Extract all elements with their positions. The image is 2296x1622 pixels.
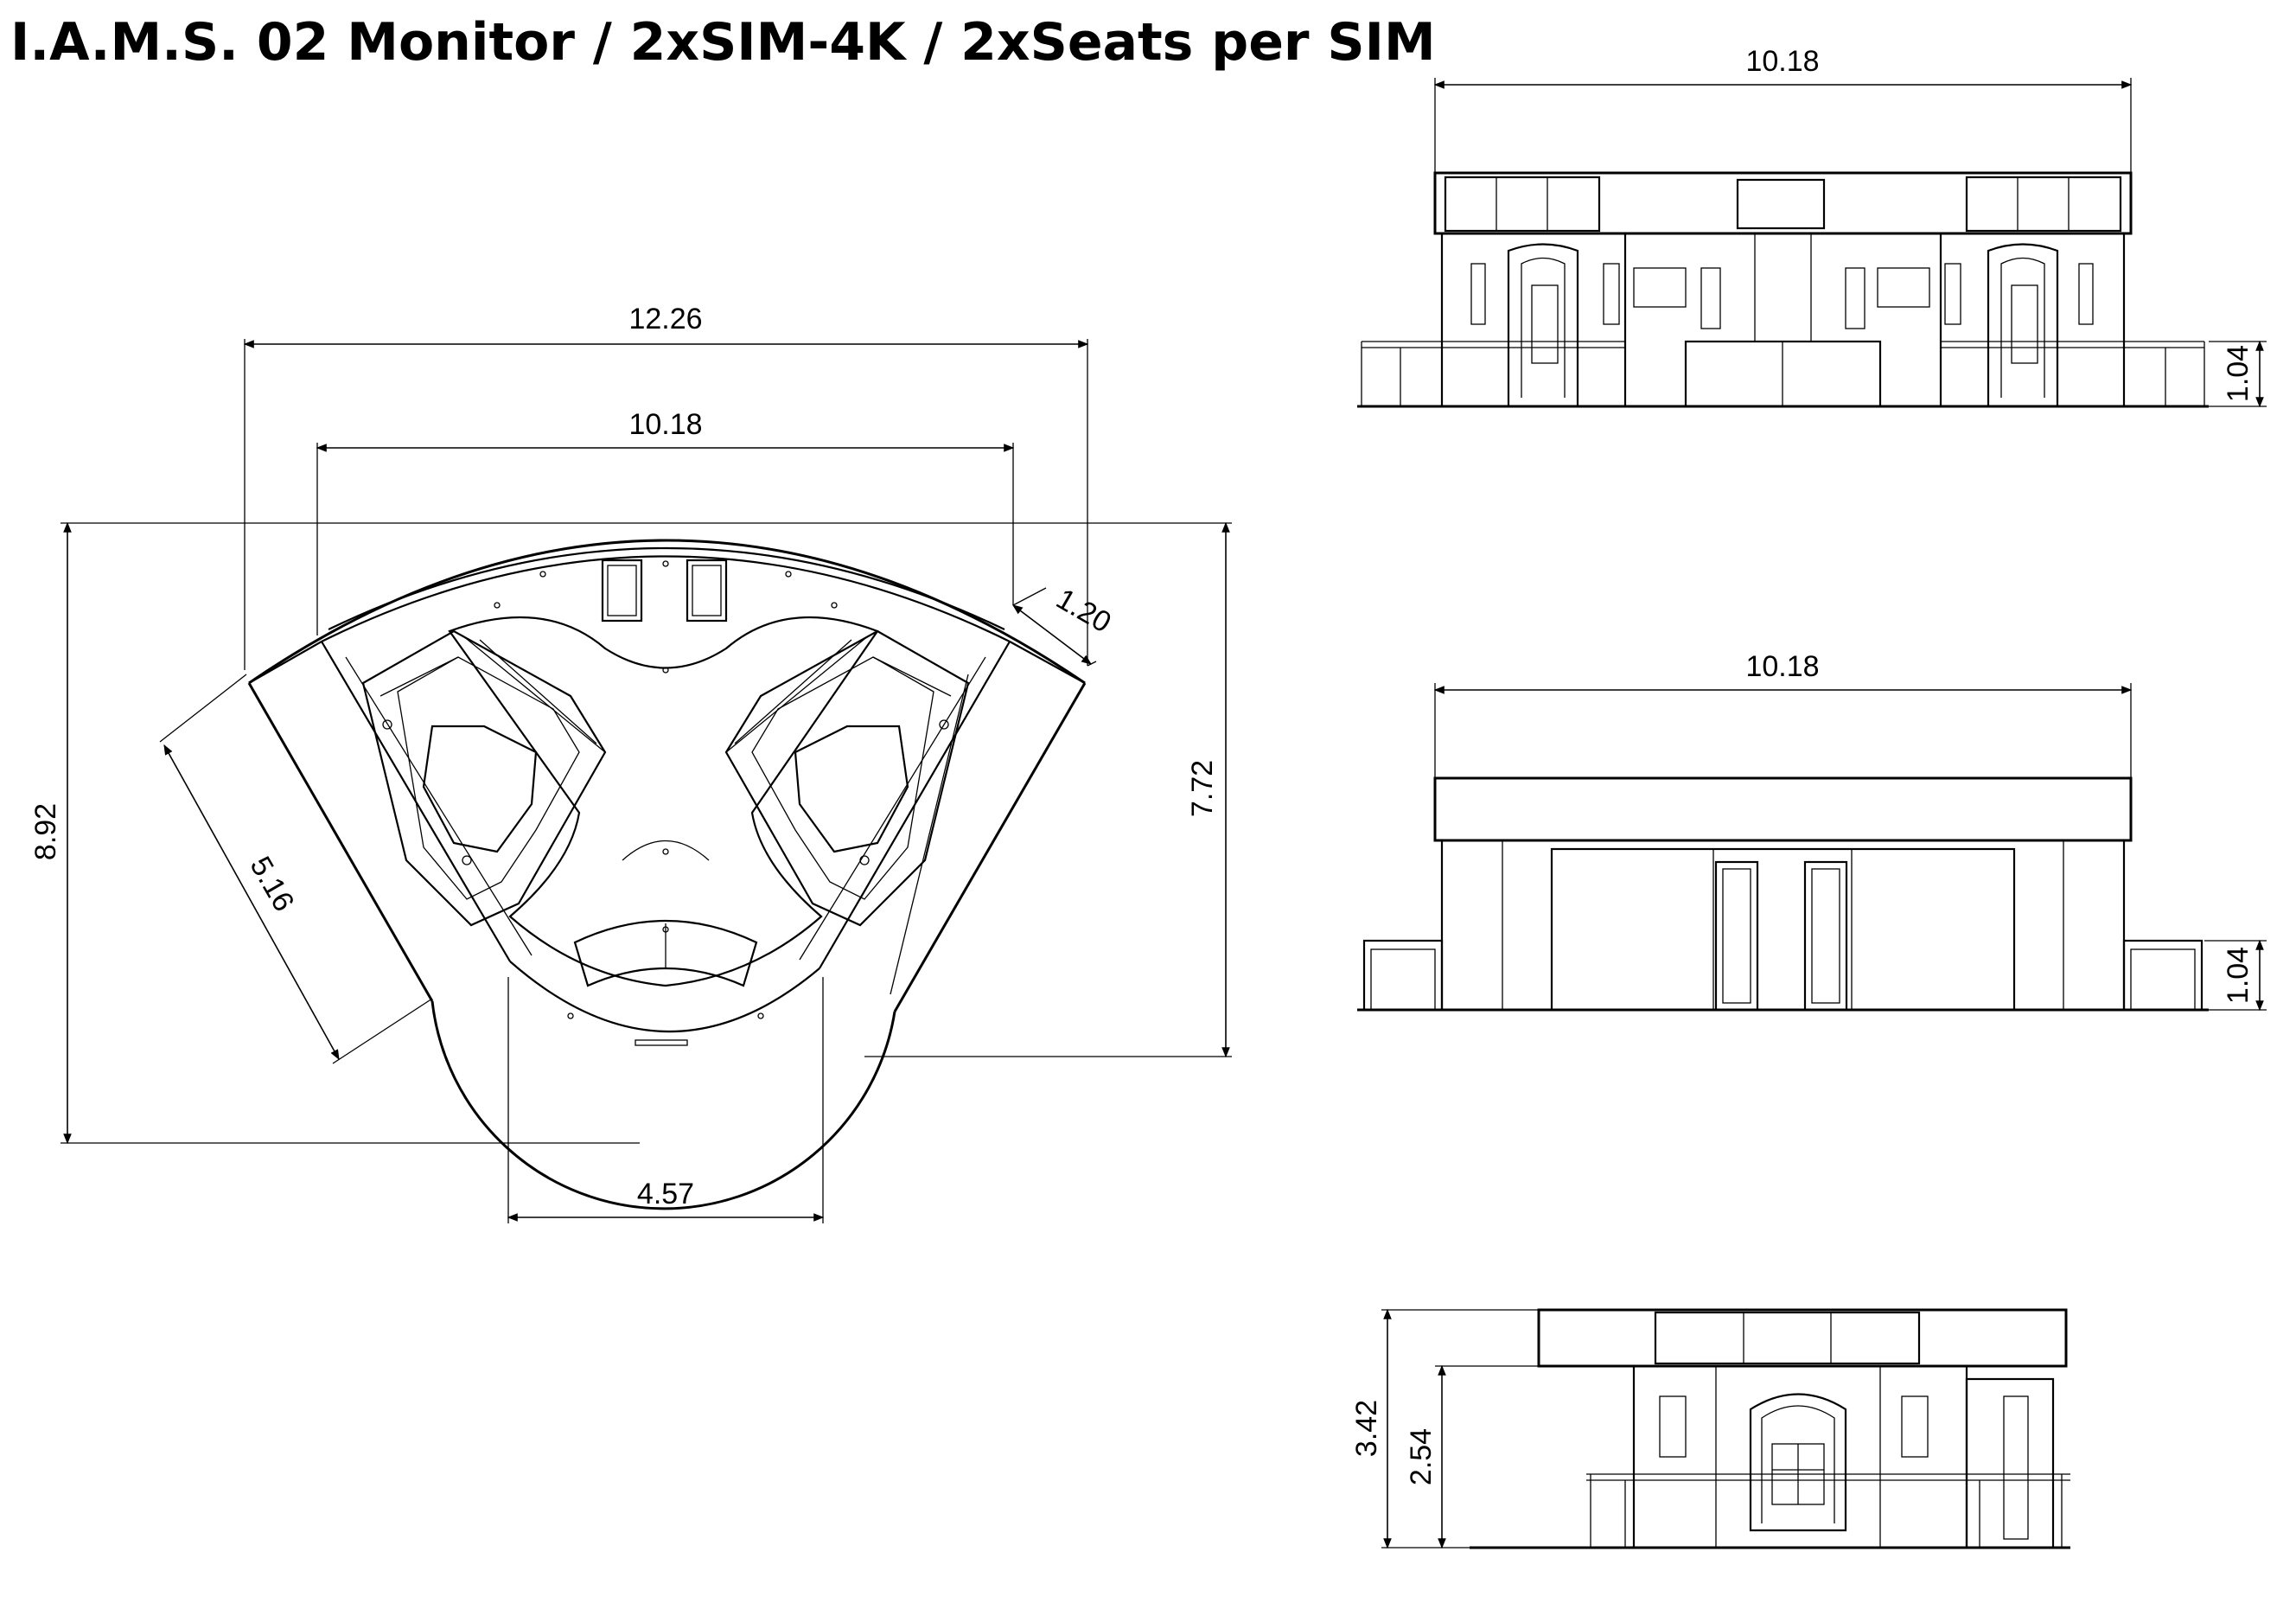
plan-fixture-dots — [494, 560, 838, 1019]
front-right-screens — [1965, 176, 2122, 233]
rear-dim-platform-height: 1.04 — [2222, 947, 2255, 1004]
side-simulator — [1749, 1393, 1847, 1532]
reception-desk — [573, 919, 758, 987]
left-simulator-plan — [361, 629, 607, 927]
side-screens — [1654, 1311, 1921, 1365]
front-elevation: 10.18 — [1357, 45, 2267, 408]
side-railings — [1586, 1473, 2070, 1548]
dim-wing-length: 5.16 — [244, 851, 301, 916]
front-center-screen — [1736, 178, 1826, 230]
rear-dim-width: 10.18 — [1745, 650, 1819, 683]
front-door-threshold — [635, 1039, 688, 1046]
rear-wall — [1440, 839, 2126, 1012]
plan-view: 12.26 10.18 1.20 8.92 7.72 5.16 4.57 — [29, 303, 1232, 1223]
side-dim-total-height: 3.42 — [1350, 1400, 1383, 1457]
central-floor — [448, 616, 879, 987]
front-roof — [1433, 171, 2133, 235]
dim-front-width: 4.57 — [637, 1178, 694, 1210]
front-railings — [1361, 341, 2205, 406]
rear-panel — [1550, 847, 2016, 1012]
plan-extension-lines — [61, 339, 1232, 1223]
front-left-simulator — [1507, 243, 1579, 406]
right-simulator-plan — [724, 629, 970, 927]
monitor-right — [686, 559, 728, 623]
rear-door-right — [1803, 860, 1848, 1012]
dim-outer-width: 12.26 — [628, 303, 702, 335]
front-dim-width: 10.18 — [1745, 45, 1819, 78]
monitor-right-screen — [692, 565, 722, 616]
rear-door-left — [1714, 860, 1759, 1012]
plan-building-outline — [247, 539, 1087, 1210]
side-dim-wall-height: 2.54 — [1405, 1428, 1438, 1485]
rear-elevation: 10.18 1.04 — [1357, 650, 2267, 1012]
side-elevation: 3.42 2.54 — [1350, 1308, 2070, 1549]
rear-left-platform — [1362, 939, 1444, 1012]
front-dim-platform-height: 1.04 — [2222, 345, 2255, 402]
front-left-screens — [1444, 176, 1601, 233]
dim-inner-depth: 7.72 — [1186, 760, 1219, 817]
monitor-left-screen — [607, 565, 637, 616]
monitor-left — [601, 559, 643, 623]
dim-wing-depth: 1.20 — [1050, 582, 1116, 639]
drawing-title: I.A.M.S. 02 Monitor / 2xSIM-4K / 2xSeats… — [10, 12, 1436, 73]
dim-total-depth: 8.92 — [29, 803, 62, 860]
central-arc — [622, 840, 710, 861]
side-roof — [1537, 1308, 2068, 1368]
dim-inner-width: 10.18 — [628, 408, 702, 441]
rear-roof — [1433, 776, 2133, 842]
front-right-simulator — [1987, 243, 2059, 406]
rear-right-platform — [2122, 939, 2204, 1012]
plan-dimension-lines — [63, 340, 1230, 1222]
